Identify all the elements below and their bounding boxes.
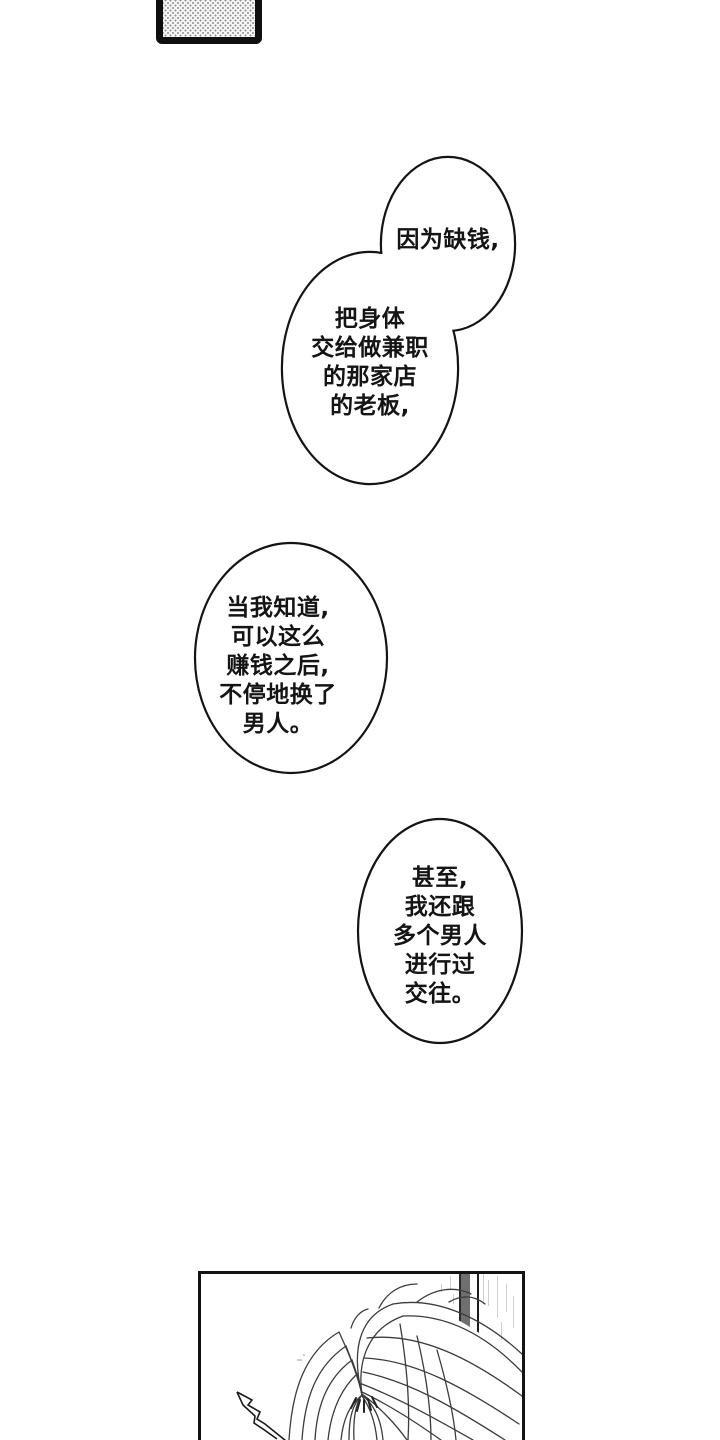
bottom-panel xyxy=(198,1271,525,1440)
speech-line: 进行过 xyxy=(404,952,476,978)
speech-line: 男人。 xyxy=(242,711,314,737)
speech-line: 交往。 xyxy=(404,981,476,1007)
speech-line: 可以这么 xyxy=(231,624,325,650)
hair-whorl-shading xyxy=(350,1396,378,1413)
speech-line: 赚钱之后, xyxy=(226,653,330,679)
hair-silhouette xyxy=(285,1298,522,1440)
jagged-hair-spike xyxy=(236,1391,287,1440)
speech-line: 交给做兼职 xyxy=(311,335,429,361)
speech-bubble-2-outline xyxy=(193,541,389,775)
screentone-panel-fragment xyxy=(156,0,262,44)
speech-line: 的那家店 xyxy=(323,364,417,390)
speech-line: 把身体 xyxy=(334,306,406,332)
window-frame-stripe xyxy=(297,1274,514,1361)
speech-line: 我还跟 xyxy=(404,894,476,920)
speech-line: 的老板, xyxy=(330,393,410,419)
speech-bubble-3-outline xyxy=(356,817,524,1045)
speech-text-bubble-1-upper: 因为缺钱, xyxy=(358,226,538,255)
speech-line: 当我知道, xyxy=(226,595,330,621)
speech-line: 不停地换了 xyxy=(219,682,337,708)
speech-line: 甚至, xyxy=(411,865,469,891)
speech-line: 多个男人 xyxy=(393,923,487,949)
speech-text-bubble-1-lower: 把身体 交给做兼职 的那家店 的老板, xyxy=(278,305,462,421)
character-hair-artwork xyxy=(236,1274,522,1440)
speech-text-bubble-3: 甚至, 我还跟 多个男人 进行过 交往。 xyxy=(356,864,524,1009)
speech-bubble-1-outline xyxy=(280,155,517,486)
speech-line: 因为缺钱, xyxy=(396,227,500,253)
speech-text-bubble-2: 当我知道, 可以这么 赚钱之后, 不停地换了 男人。 xyxy=(183,594,373,739)
